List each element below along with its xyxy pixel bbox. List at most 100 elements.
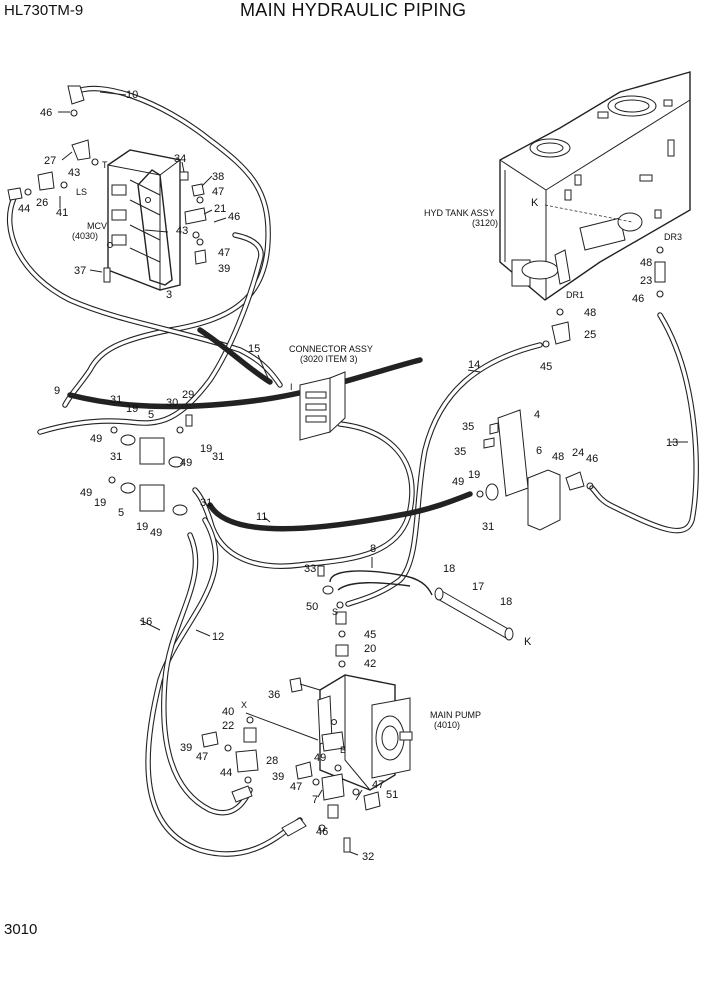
port-s-label: S [332, 607, 338, 617]
part-number-label: 43 [68, 167, 80, 179]
part-number-label: 39 [218, 263, 230, 275]
part-number-label: 49 [452, 476, 464, 488]
part-number-label: 19 [200, 443, 212, 455]
part-number-label: 39 [180, 742, 192, 754]
part-number-label: 33 [304, 563, 316, 575]
part-number-label: 46 [228, 211, 240, 223]
page-title: MAIN HYDRAULIC PIPING [240, 0, 466, 20]
part-number-label: 46 [632, 293, 644, 305]
part-number-label: 47 [218, 247, 230, 259]
part-number-label: 5 [148, 409, 154, 421]
part-number-label: 5 [118, 507, 124, 519]
connector-assy-code: (3020 ITEM 3) [300, 354, 358, 364]
port-t-label: T [102, 160, 108, 170]
part-number-label: 19 [136, 521, 148, 533]
main-pump-label: MAIN PUMP [430, 710, 481, 720]
hyd-tank-code: (3120) [472, 218, 498, 228]
part-number-label: 37 [74, 265, 86, 277]
part-number-label: 44 [220, 767, 232, 779]
part-number-label: 32 [362, 851, 374, 863]
part-number-label: 19 [126, 403, 138, 415]
hydraulic-tank: K HYD TANK ASSY (3120) DR3 DR1 [424, 71, 691, 301]
part-number-label: 35 [462, 421, 474, 433]
part-number-label: 27 [44, 155, 56, 167]
mcv-valve-block: MCV (4030) T LS [72, 149, 181, 291]
part-number-label: 31 [110, 451, 122, 463]
part-number-label: 20 [364, 643, 376, 655]
part-number-label: 31 [110, 394, 122, 406]
part-number-label: 3 [166, 289, 172, 301]
pump-port-fittings: X S [201, 607, 381, 853]
part-number-label: 15 [248, 343, 260, 355]
part-number-label: 43 [176, 225, 188, 237]
part-number-label: 31 [200, 497, 212, 509]
part-number-label: 6 [536, 445, 542, 457]
port-i-label: I [290, 382, 293, 392]
part-number-label: 34 [174, 153, 186, 165]
part-number-label: 36 [268, 689, 280, 701]
part-number-label: 17 [472, 581, 484, 593]
part-number-label: 13 [666, 437, 678, 449]
part-number-label: 51 [386, 789, 398, 801]
part-number-label: 47 [372, 779, 384, 791]
part-number-label: 4 [534, 409, 540, 421]
part-number-label: 9 [54, 385, 60, 397]
hose-routes [7, 85, 699, 857]
part-number-label: 28 [266, 755, 278, 767]
part-callouts: 10 46 34 38 47 27 43 21 46 26 44 41 43 4… [18, 89, 678, 863]
part-number-label: 49 [90, 433, 102, 445]
fittings: K [7, 85, 666, 668]
part-number-label: 46 [586, 453, 598, 465]
connector-assy-label: CONNECTOR ASSY [289, 344, 373, 354]
part-number-label: 31 [482, 521, 494, 533]
pipe-view-marker: K [524, 636, 532, 648]
part-number-label: 21 [214, 203, 226, 215]
port-dr3-label: DR3 [664, 232, 682, 242]
mcv-code: (4030) [72, 231, 98, 241]
part-number-label: 19 [94, 497, 106, 509]
port-x-label: X [241, 700, 247, 710]
page-number: 3010 [4, 921, 37, 938]
part-number-label: 47 [290, 781, 302, 793]
tank-view-marker: K [531, 197, 539, 209]
mcv-label: MCV [87, 221, 107, 231]
part-number-label: 49 [150, 527, 162, 539]
part-number-label: 49 [314, 752, 326, 764]
part-number-label: 49 [180, 457, 192, 469]
part-number-label: 38 [212, 171, 224, 183]
part-number-label: 24 [572, 447, 584, 459]
part-number-label: 16 [140, 616, 152, 628]
part-number-label: 14 [468, 359, 480, 371]
part-number-label: 45 [364, 629, 376, 641]
port-b-label: B [340, 745, 346, 755]
main-pump-code: (4010) [434, 720, 460, 730]
part-number-label: 48 [640, 257, 652, 269]
part-number-label: 47 [196, 751, 208, 763]
part-number-label: 19 [468, 469, 480, 481]
part-number-label: 47 [212, 186, 224, 198]
part-number-label: 44 [18, 203, 30, 215]
part-number-label: 7 [312, 794, 318, 806]
part-number-label: 50 [306, 601, 318, 613]
part-number-label: 40 [222, 706, 234, 718]
part-number-label: 10 [126, 89, 138, 101]
part-number-label: 48 [584, 307, 596, 319]
part-number-label: 29 [182, 389, 194, 401]
part-number-label: 30 [166, 397, 178, 409]
part-number-label: 46 [40, 107, 52, 119]
part-number-label: 46 [316, 826, 328, 838]
model-code: HL730TM-9 [4, 2, 83, 19]
part-number-label: 11 [256, 511, 267, 523]
part-number-label: 22 [222, 720, 234, 732]
part-number-label: 25 [584, 329, 596, 341]
main-pump: B MAIN PUMP (4010) [289, 674, 481, 791]
part-number-label: 49 [80, 487, 92, 499]
part-number-label: 41 [56, 207, 68, 219]
part-number-label: 42 [364, 658, 376, 670]
part-number-label: 35 [454, 446, 466, 458]
hyd-tank-label: HYD TANK ASSY [424, 208, 495, 218]
part-number-label: 18 [443, 563, 455, 575]
port-ls-label: LS [76, 187, 87, 197]
part-number-label: 8 [370, 543, 376, 555]
